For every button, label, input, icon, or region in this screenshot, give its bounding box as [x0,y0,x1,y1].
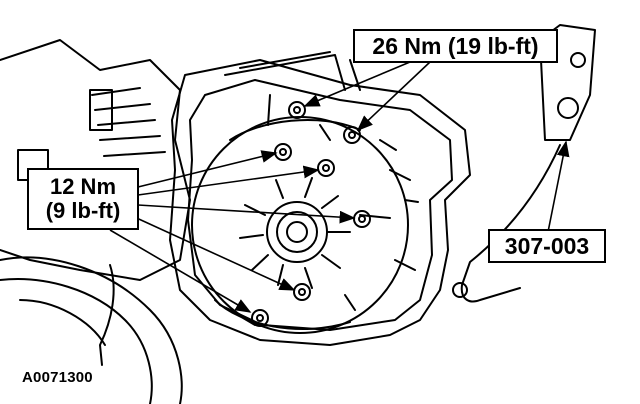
ribs [237,94,419,326]
leader-lines [109,61,570,313]
flywheel [0,256,183,404]
bolts [251,101,371,327]
engine-block [0,39,191,281]
torque-callout-lower-nm: 12 Nm [49,174,117,199]
torque-callout-lower-lbft: (9 lb-ft) [45,197,121,223]
tool-number-text: 307-003 [504,233,590,259]
torque-callout-upper: 26 Nm (19 lb-ft) [353,29,558,63]
tool-number-callout: 307-003 [488,229,606,263]
bell-housing-flange [169,51,471,346]
mounting-bracket [452,24,596,303]
torque-callout-lower: 12 Nm (9 lb-ft) [27,168,139,230]
torque-callout-upper-text: 26 Nm (19 lb-ft) [372,33,539,59]
clutch-release-assembly [239,177,351,289]
figure-id: A0071300 [22,369,93,386]
